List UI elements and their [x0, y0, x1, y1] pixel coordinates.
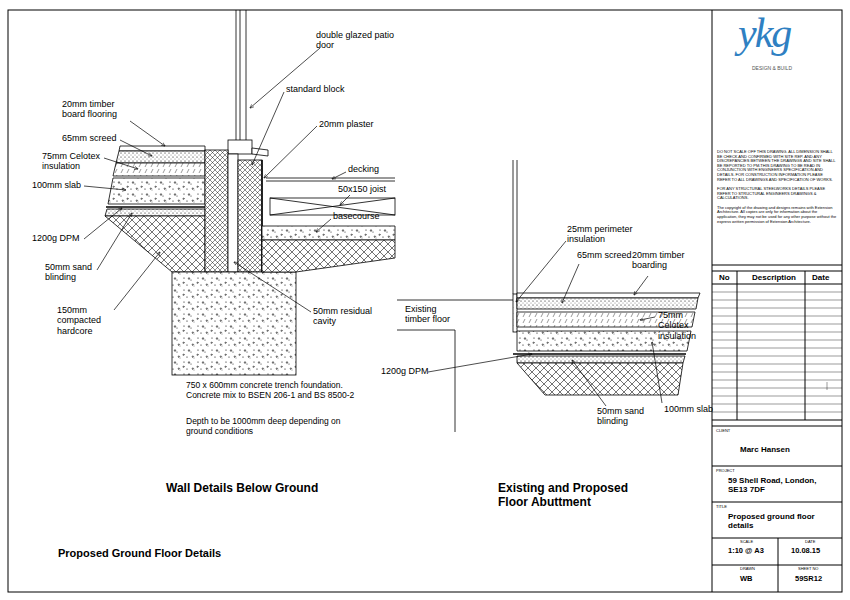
table-header: No	[719, 273, 730, 282]
sheet-note: FOR ANY STRUCTURAL STEELWORKS DETAILS PL…	[717, 187, 837, 201]
callout-label: decking	[348, 164, 379, 174]
callout-label: 20mm timber board flooring	[62, 99, 136, 120]
detail-title: Wall Details Below Ground	[166, 482, 318, 496]
callout-label: 50mm sand blinding	[597, 406, 653, 427]
callout-label: 50x150 joist	[338, 184, 386, 194]
callout-label: 100mm slab	[32, 180, 81, 190]
callout-label: Existing timber floor	[405, 304, 453, 325]
company-logo: ykg	[738, 12, 790, 54]
field-value: WB	[740, 575, 753, 584]
logo-tagline: DESIGN & BUILD	[752, 66, 792, 72]
field-caption: SHEET NO	[798, 567, 818, 572]
field-value: Marc Hansen	[740, 445, 790, 454]
callout-label: 50mm sand blinding	[45, 262, 95, 283]
callout-label: 1200g DPM	[32, 233, 80, 243]
callout-label: 1200g DPM	[381, 366, 429, 376]
field-caption: DATE	[805, 540, 815, 545]
callout-label: 75mm Celotex insulation	[42, 151, 104, 172]
callout-label: 20mm timber boarding	[632, 250, 712, 271]
detail-title: Existing and Proposed Floor Abuttment	[498, 482, 648, 510]
field-caption: TITLE	[716, 505, 727, 510]
callout-label: 65mm screed	[577, 250, 632, 260]
field-value: Proposed ground floor details	[728, 512, 838, 530]
field-value: 10.08.15	[791, 547, 820, 556]
note-text: Depth to be 1000mm deep depending on gro…	[186, 417, 346, 437]
field-caption: DRAWN	[740, 567, 755, 572]
callout-label: 20mm plaster	[319, 119, 374, 129]
callout-label: 75mm Celotex insulation	[658, 310, 714, 341]
sheet-title: Proposed Ground Floor Details	[58, 547, 221, 560]
callout-label: basecourse	[333, 211, 380, 221]
field-caption: SCALE	[740, 540, 753, 545]
field-value: 1:10 @ A3	[728, 547, 764, 556]
table-header: Description	[752, 273, 796, 282]
callout-label: 100mm slab	[664, 404, 713, 414]
callout-label: 150mm compacted hardcore	[57, 305, 112, 336]
field-caption: CLIENT	[716, 429, 730, 434]
note-text: 750 x 600mm concrete trench foundation. …	[186, 381, 364, 401]
sheet-note: The copyright of the drawing and designs…	[717, 206, 837, 224]
field-caption: PROJECT	[716, 469, 735, 474]
callout-label: 25mm perimeter insulation	[567, 224, 643, 245]
callout-label: 65mm screed	[62, 133, 117, 143]
callout-label: standard block	[286, 84, 345, 94]
field-value: 59SR12	[795, 575, 822, 584]
sheet-note: DO NOT SCALE OFF THIS DRAWING. ALL DIMEN…	[717, 150, 837, 182]
callout-label: double glazed patio door	[316, 30, 396, 51]
callout-label: 50mm residual cavity	[313, 306, 393, 327]
field-value: 59 Shell Road, London, SE13 7DF	[728, 476, 838, 494]
table-header: Date	[812, 273, 829, 282]
